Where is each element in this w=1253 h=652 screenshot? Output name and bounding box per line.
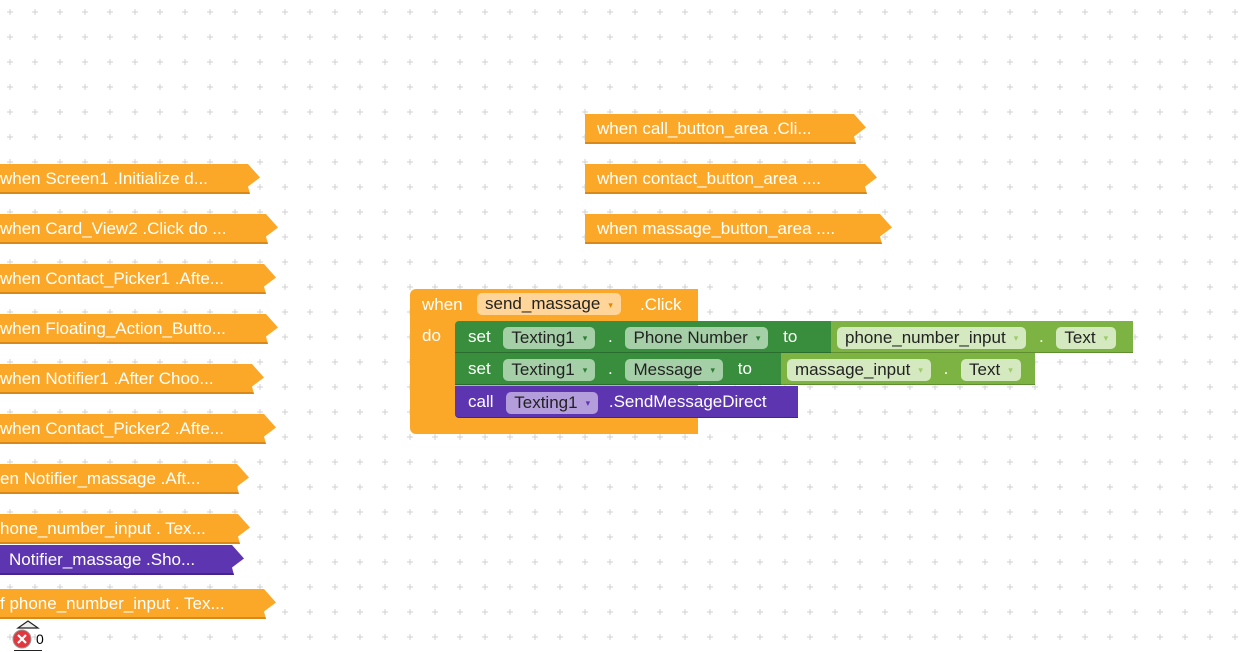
dropdown-arrow-icon: ▾ [585, 398, 591, 409]
property-dropdown[interactable]: Text ▾ [1056, 326, 1117, 349]
property-name: Text [969, 359, 1001, 379]
component-name: Texting1 [511, 327, 575, 347]
component-name: Texting1 [511, 359, 575, 379]
property-dropdown[interactable]: Text ▾ [961, 358, 1021, 381]
dropdown-arrow-icon: ▾ [1013, 333, 1019, 344]
error-x-icon[interactable] [12, 629, 32, 649]
collapsed-event-block[interactable]: when massage_button_area .... [585, 214, 892, 244]
collapsed-event-block[interactable]: when contact_button_area .... [585, 164, 877, 194]
dropdown-arrow-icon: ▾ [608, 299, 613, 310]
set-keyword: set [468, 327, 491, 346]
dot: . [608, 359, 613, 378]
collapsed-block[interactable]: hone_number_input . Tex... [0, 514, 250, 544]
collapsed-event-block[interactable]: when call_button_area .Cli... [585, 114, 866, 144]
collapsed-call-block[interactable]: Notifier_massage .Sho... [0, 545, 244, 575]
component-dropdown[interactable]: Texting1 ▾ [503, 326, 596, 349]
collapsed-event-block[interactable]: when Floating_Action_Butto... [0, 314, 278, 344]
get-massage-input-text-block[interactable]: massage_input ▾ . Text ▾ [781, 353, 1035, 385]
to-keyword: to [783, 327, 798, 346]
call-send-message-direct-block[interactable]: call Texting1 ▾ .SendMessageDirect [455, 386, 798, 418]
collapsed-event-block[interactable]: when Screen1 .Initialize d... [0, 164, 260, 194]
collapsed-event-block[interactable]: when Notifier1 .After Choo... [0, 364, 264, 394]
component-dropdown[interactable]: Texting1 ▾ [506, 391, 599, 414]
property-dropdown[interactable]: Message ▾ [625, 358, 723, 381]
component-dropdown[interactable]: Texting1 ▾ [503, 358, 596, 381]
error-count: 0 [36, 631, 44, 647]
component-dropdown[interactable]: massage_input ▾ [787, 358, 931, 381]
dot: . [608, 327, 613, 346]
dropdown-arrow-icon: ▾ [1008, 365, 1013, 376]
method-name: .SendMessageDirect [608, 392, 767, 411]
dropdown-arrow-icon: ▾ [582, 333, 588, 344]
to-keyword: to [737, 359, 752, 378]
component-dropdown[interactable]: send_massage ▾ [477, 293, 621, 315]
do-label: do [422, 326, 441, 345]
set-phone-number-block[interactable]: set Texting1 ▾ . Phone Number ▾ to [455, 321, 831, 353]
when-label: when [422, 295, 463, 314]
dropdown-arrow-icon: ▾ [755, 333, 761, 344]
component-dropdown[interactable]: phone_number_input ▾ [837, 326, 1027, 349]
collapsed-event-block[interactable]: when Card_View2 .Click do ... [0, 214, 278, 244]
property-name: Phone Number [633, 327, 748, 347]
dot: . [1038, 327, 1044, 346]
dropdown-arrow-icon: ▾ [918, 365, 923, 376]
call-keyword: call [468, 392, 494, 411]
component-name: Texting1 [514, 392, 578, 412]
collapsed-block[interactable]: f phone_number_input . Tex... [0, 589, 276, 619]
set-message-block[interactable]: set Texting1 ▾ . Message ▾ to [455, 353, 781, 385]
collapsed-event-block[interactable]: when Contact_Picker2 .Afte... [0, 414, 276, 444]
collapsed-event-block[interactable]: when Contact_Picker1 .Afte... [0, 264, 276, 294]
property-name: Text [1064, 327, 1096, 347]
property-name: Message [633, 359, 703, 379]
event-name: .Click [640, 295, 682, 314]
dropdown-arrow-icon: ▾ [1103, 333, 1109, 344]
set-keyword: set [468, 359, 491, 378]
collapsed-event-block[interactable]: en Notifier_massage .Aft... [0, 464, 249, 494]
component-name: massage_input [795, 359, 911, 379]
get-phone-number-input-text-block[interactable]: phone_number_input ▾ . Text ▾ [831, 321, 1133, 353]
component-name: send_massage [485, 294, 601, 313]
dot: . [943, 359, 949, 378]
component-name: phone_number_input [845, 327, 1006, 347]
divider [14, 650, 42, 651]
dropdown-arrow-icon: ▾ [582, 365, 588, 376]
dropdown-arrow-icon: ▾ [710, 365, 715, 376]
property-dropdown[interactable]: Phone Number ▾ [625, 326, 769, 349]
warning-triangle-icon[interactable] [16, 620, 40, 629]
